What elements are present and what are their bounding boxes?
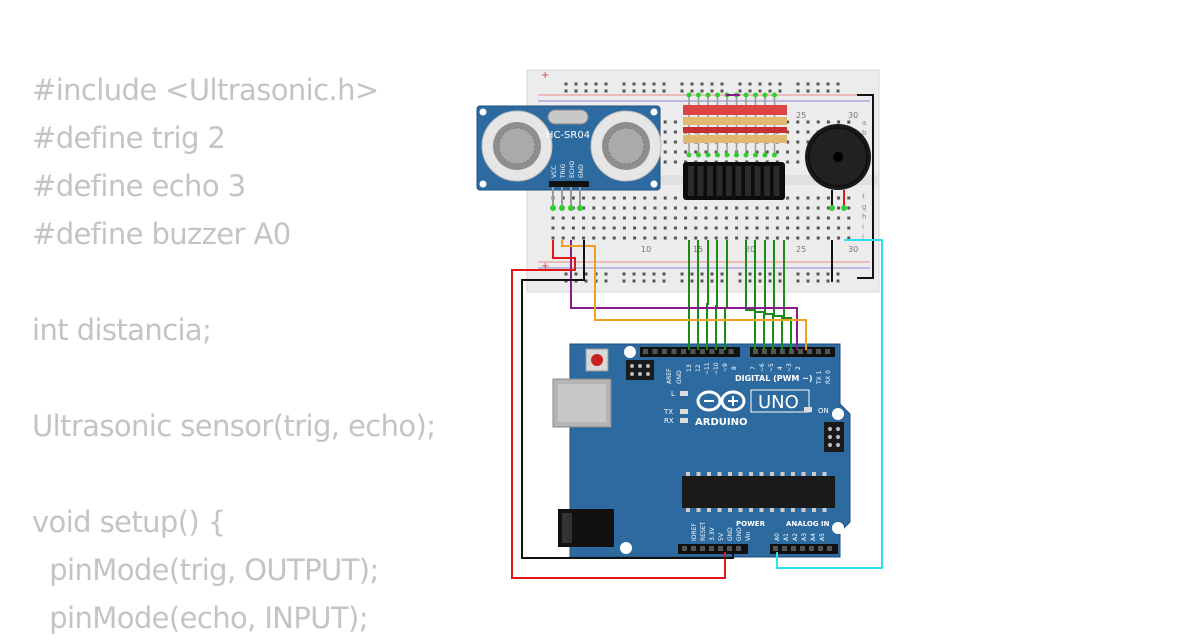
analog-pin-label: A3 [801,533,808,541]
power-pin-label: RESET [700,521,707,541]
power-pin-label: 3.3V [709,526,716,541]
pin-label: ~9 [722,363,729,372]
bb-row-label: f [862,193,865,201]
sensor-pin-label: GND [578,164,585,178]
pin-label: 8 [731,366,738,370]
pin-label: 2 [795,366,802,370]
analog-pin-label: A4 [810,533,817,541]
arduino-logo-icon [696,390,746,412]
analog-pin-label: A0 [774,533,781,541]
wire-green [783,240,792,350]
pin-label: GND [676,370,683,384]
analog-header-label: ANALOG IN [786,520,830,528]
pin-label: 7 [750,366,757,370]
bb-row-label: i [862,223,864,231]
wire-green [745,240,756,350]
bb-col-label: 20 [745,245,755,254]
analog-pin-label: A5 [819,533,826,541]
pin-label: AREF [666,368,673,384]
code-line: pinMode(trig, OUTPUT); [32,553,379,587]
bb-row-label: a [862,119,866,127]
bb-col-label: 10 [641,245,651,254]
led-label: RX [664,417,674,425]
pin-label: 13 [686,364,693,372]
wire-green [773,240,783,350]
pin-label: ~6 [759,363,766,372]
wire-green [715,240,718,350]
pin-label: ~10 [713,362,720,375]
bb-col-label: 25 [796,245,806,254]
code-line: int distancia; [32,313,212,347]
wire-green [706,240,709,350]
on-led-label: ON [818,407,829,415]
bb-row-label: h [862,213,866,221]
power-pin-label: 5V [718,532,725,541]
code-line: void setup() { [32,505,226,539]
rail-plus-bottom: + [541,261,549,272]
wire-green [764,240,774,350]
power-pin-label: GND [727,527,734,541]
bb-row-label: b [862,129,867,137]
pin-label: 4 [777,366,784,370]
power-header-label: POWER [736,520,766,528]
analog-pin-label: A1 [783,533,790,541]
code-line: Ultrasonic sensor(trig, echo); [32,409,436,443]
bb-row-label: g [862,203,866,211]
digital-header-label: DIGITAL (PWM ~) [735,374,813,383]
wire-black-gnd [521,240,734,559]
wire-purple [570,240,798,350]
sensor-pin-label: ECHO [569,161,576,178]
sensor-model-label: HC-SR04 [546,130,590,141]
sensor-pin-label: TRIG [560,163,567,179]
pin-label: ~11 [704,362,711,375]
code-line: #define buzzer A0 [32,217,291,251]
piezo-buzzer [805,124,871,211]
code-line: pinMode(echo, INPUT); [32,601,368,635]
wire-orange [561,240,807,350]
led-bar-graph [683,162,785,200]
wire-black-rail [857,94,874,279]
wire-red-5v [511,240,726,579]
wire-cyan-a0 [776,239,883,569]
bb-col-label: 25 [796,111,806,120]
arduino-uno-board: AREF GND 13 12 ~11 ~10 ~9 8 7 ~6 ~5 4 ~3… [552,343,851,558]
pin-label: ~3 [786,363,793,372]
resistor-array [683,92,787,158]
wire-green [754,240,765,350]
board-brand-label: ARDUINO [695,417,747,428]
rail-plus-top: + [541,70,549,81]
pin-label: TX 1 [816,370,823,385]
pin-label: ~5 [768,363,775,372]
power-pin-label: GND [736,527,743,541]
bb-row-label: j [861,233,864,241]
code-line: #define echo 3 [32,169,246,203]
wires [511,94,883,579]
led-label: TX [663,408,673,416]
bb-col-label: 30 [848,245,858,254]
led-label: L [671,390,675,398]
power-pin-label: Vin [745,531,752,541]
pin-label: RX 0 [825,370,832,384]
code-line: #define trig 2 [32,121,226,155]
bb-col-label: 30 [848,111,858,120]
ultrasonic-sensor: HC-SR04 VCC TRIG ECHO GND [476,105,662,211]
code-line: #include <Ultrasonic.h> [32,73,379,107]
board-model-label: UNO [758,392,799,413]
power-pin-label: IOREF [691,523,698,541]
pin-label: 12 [695,364,702,372]
code-listing: #include <Ultrasonic.h> #define trig 2 #de… [32,66,436,642]
sensor-pin-label: VCC [551,166,558,178]
analog-pin-label: A2 [792,533,799,541]
